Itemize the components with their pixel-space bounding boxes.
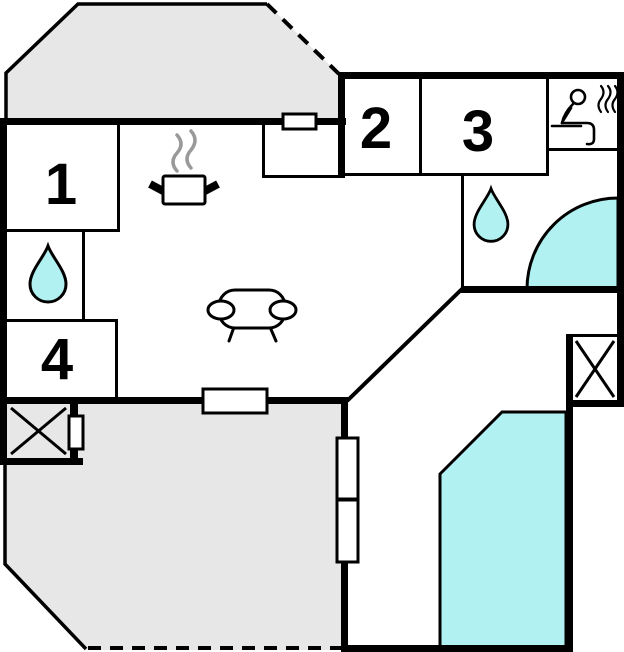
crossed-box-icon-right <box>574 340 616 398</box>
room-1-label: 1 <box>45 152 77 217</box>
window-door-frames <box>67 112 360 564</box>
terrace-top <box>4 2 341 124</box>
corner-shower-icon <box>525 196 620 291</box>
window-living-bottom <box>201 387 269 415</box>
crossed-box-icon-left <box>10 406 67 456</box>
terrace-bottom <box>3 401 345 651</box>
room-4-label: 4 <box>41 327 73 392</box>
door-xbox-left <box>67 414 85 451</box>
room-3-label: 3 <box>462 99 494 164</box>
sauna-person-icon <box>550 84 619 146</box>
window-top <box>281 112 318 131</box>
room-2-label: 2 <box>360 96 392 161</box>
door-terrace-upper <box>335 436 360 501</box>
living-room-diagonal-wall <box>345 286 465 403</box>
sofa-icon <box>206 288 298 343</box>
cooking-pot-icon <box>148 129 220 206</box>
interior-walls <box>0 79 624 401</box>
door-terrace-lower <box>335 498 360 564</box>
